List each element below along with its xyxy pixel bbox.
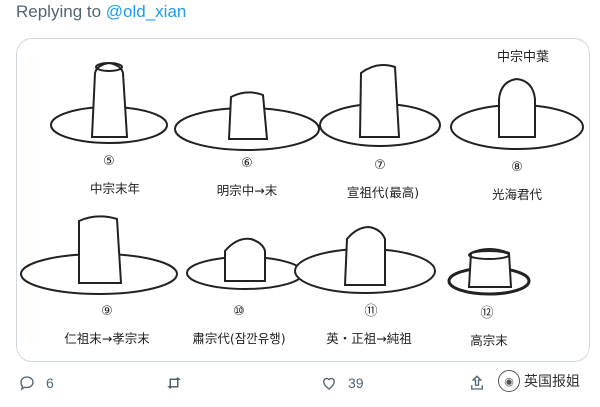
hat-10-drawing — [186, 237, 304, 290]
hat-9-number: ⑨ — [101, 304, 113, 319]
hat-10-caption: 肅宗代(잠깐유행) — [192, 331, 285, 346]
hat-11-number: ⑪ — [364, 304, 377, 319]
reply-button[interactable]: 6 — [18, 368, 54, 398]
tweet-action-bar: 6 39 — [0, 368, 600, 398]
retweet-button[interactable] — [164, 368, 194, 398]
reply-icon — [20, 376, 34, 391]
tweet-media-image[interactable]: 中宗中葉 ⑤ ⑥ ⑦ ⑧ ⑨ ⑩ ⑪ ⑫ 中宗末年 明宗中→末 宣祖代(最高) … — [16, 38, 590, 362]
hat-7-number: ⑦ — [374, 158, 386, 173]
share-button[interactable] — [468, 368, 486, 398]
hat-8-number: ⑧ — [511, 160, 523, 175]
hat-6-caption: 明宗中→末 — [217, 183, 278, 198]
hat-8-drawing — [450, 77, 584, 150]
watermark: ◉ 英国报姐 — [498, 370, 580, 392]
corner-label: 中宗中葉 — [497, 49, 549, 65]
like-count: 39 — [348, 375, 364, 391]
heart-icon — [323, 377, 335, 390]
share-icon — [471, 375, 483, 390]
reply-count: 6 — [46, 375, 54, 391]
hat-7-drawing — [319, 64, 441, 147]
wechat-icon: ◉ — [498, 370, 520, 392]
hat-11-drawing — [294, 225, 436, 294]
hat-illustration: 中宗中葉 ⑤ ⑥ ⑦ ⑧ ⑨ ⑩ ⑪ ⑫ 中宗末年 明宗中→末 宣祖代(最高) … — [20, 49, 584, 348]
hat-11-caption: 英・正祖→純祖 — [326, 331, 412, 346]
like-button[interactable]: 39 — [320, 368, 364, 398]
reply-context: Replying to @old_xian — [16, 2, 186, 22]
hat-5-caption: 中宗末年 — [90, 181, 140, 196]
reply-handle-link[interactable]: @old_xian — [105, 2, 187, 21]
hat-5-number: ⑤ — [103, 154, 115, 169]
watermark-text: 英国报姐 — [524, 374, 580, 390]
hat-12-number: ⑫ — [480, 306, 493, 321]
reply-prefix: Replying to — [16, 2, 106, 21]
hat-6-number: ⑥ — [241, 156, 253, 171]
hat-7-caption: 宣祖代(最高) — [347, 185, 419, 200]
hat-5-drawing — [50, 61, 168, 144]
retweet-icon — [167, 377, 181, 389]
hat-9-drawing — [20, 215, 178, 295]
hat-8-caption: 光海君代 — [492, 187, 543, 202]
hat-6-drawing — [174, 91, 320, 151]
hat-12-caption: 高宗末 — [470, 333, 508, 348]
hat-12-drawing — [447, 248, 531, 296]
hat-9-caption: 仁祖末→孝宗末 — [64, 331, 150, 346]
hat-10-number: ⑩ — [233, 304, 245, 319]
